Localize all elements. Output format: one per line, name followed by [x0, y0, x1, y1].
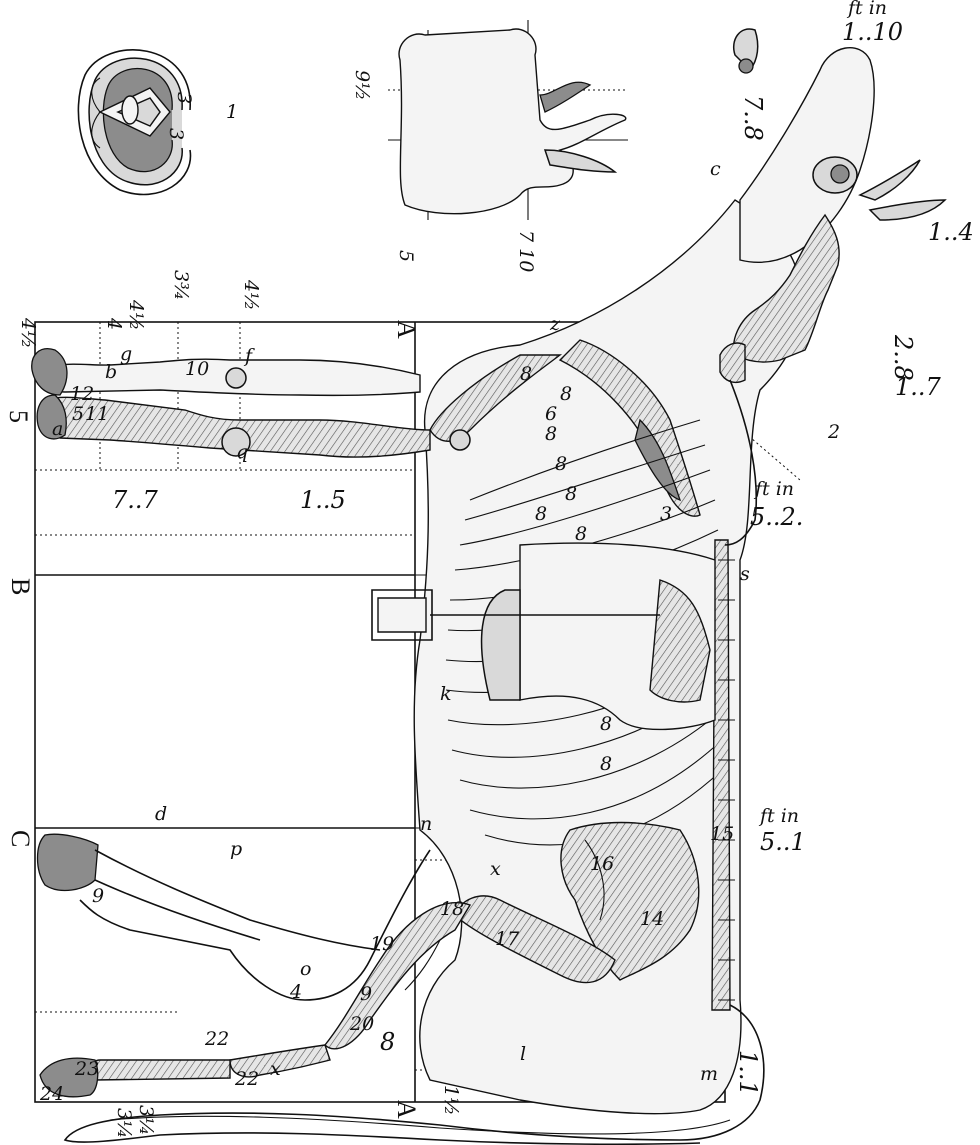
part-20: 20: [349, 1013, 374, 1035]
measure-cannon: 3¾: [170, 270, 192, 301]
letter-m: m: [700, 1063, 718, 1085]
unit-label-ft-in: ft in: [846, 0, 887, 19]
measure-foreleg-lower: 7..7: [112, 486, 159, 514]
head-front-view: 9½ 5 7 10: [351, 20, 628, 272]
part-5: 5: [72, 403, 84, 425]
part-6: 6: [545, 403, 557, 425]
measure-fetlock: 4½: [125, 299, 147, 331]
measure-hind-cannon: 3¼: [113, 1108, 135, 1139]
part-9-b: 9: [360, 983, 372, 1005]
part-8-i: 8: [535, 503, 547, 525]
measure-girth-front: 5..2.: [750, 503, 803, 531]
measure-girth-rear: 5..1: [760, 828, 806, 856]
letter-q: q: [236, 441, 248, 463]
measure-neck-lower: 1..7: [895, 373, 942, 401]
hoof-sole-drawing: 1 3 3: [78, 50, 238, 195]
part-9-a: 9: [92, 885, 104, 907]
part-8-e: 8: [600, 713, 612, 735]
letter-a: a: [52, 418, 63, 440]
part-8-g: 8: [560, 383, 572, 405]
part-8-a: 8: [545, 423, 557, 445]
measure-gaskin: 1½: [440, 1085, 462, 1116]
part-22-a: 22: [204, 1028, 229, 1050]
part-8-f: 8: [600, 753, 612, 775]
letter-o: o: [300, 958, 311, 980]
letter-s: s: [740, 563, 750, 585]
measure-foreleg-upper: 1..5: [300, 486, 346, 514]
part-label-3b: 3: [165, 128, 187, 140]
section-letter-b: B: [6, 578, 35, 595]
part-11: 11: [85, 403, 109, 425]
measure-throat: 1..4: [928, 218, 974, 246]
part-4: 4: [289, 981, 302, 1003]
part-23: 23: [74, 1058, 99, 1080]
measure-muzzle: 7..8: [739, 95, 767, 141]
measure-tail: 1..1: [734, 1050, 762, 1096]
part-8-b: 8: [555, 453, 567, 475]
part-22-b: 22: [234, 1068, 259, 1090]
part-12: 12: [70, 383, 94, 405]
letter-c: c: [710, 158, 721, 180]
letter-x-1: x: [490, 858, 501, 880]
letter-x-2: x: [270, 1058, 281, 1080]
unit-label-ft-in-3: ft in: [758, 805, 799, 827]
part-18: 18: [440, 898, 464, 920]
section-letter-c: C: [6, 830, 35, 847]
part-2: 2: [827, 421, 840, 443]
part-8-d: 8: [575, 523, 587, 545]
head-depth-label: 5: [395, 250, 417, 262]
measure-hind-fetlock: 3¼: [135, 1105, 157, 1136]
letter-l: l: [520, 1043, 526, 1065]
part-19: 19: [370, 933, 394, 955]
part-17: 17: [495, 928, 520, 950]
measure-pastern: 4: [103, 317, 125, 330]
part-label-3a: 3: [173, 92, 195, 104]
letter-z: z: [549, 313, 561, 335]
unit-label-ft-in-2: ft in: [753, 478, 794, 500]
head-length-label: 7 10: [515, 230, 537, 272]
part-label-1: 1: [226, 101, 238, 123]
part-14: 14: [640, 908, 664, 930]
part-24: 24: [39, 1083, 64, 1105]
section-letter-a-bottom: A: [392, 1100, 421, 1119]
letter-p: p: [230, 838, 242, 860]
part-16: 16: [590, 853, 614, 875]
head-width-label: 9½: [351, 70, 373, 101]
section-letter-a-top: A: [392, 320, 421, 339]
letter-k: k: [440, 683, 452, 705]
part-10: 10: [185, 358, 209, 380]
measure-head-length: 1..10: [842, 18, 903, 46]
measure-hoof-front: 4½: [17, 317, 39, 349]
measure-hoof-side: 5: [4, 410, 33, 423]
part-8-c: 8: [565, 483, 577, 505]
part-15: 15: [710, 823, 734, 845]
letter-g: g: [120, 343, 132, 365]
letter-n: n: [420, 813, 432, 835]
part-8-h: 8: [520, 363, 532, 385]
letter-b: b: [105, 361, 117, 383]
letter-d: d: [155, 803, 167, 825]
part-3: 3: [660, 503, 672, 525]
measure-hock: 8: [380, 1028, 395, 1056]
measure-knee: 4½: [240, 279, 262, 311]
